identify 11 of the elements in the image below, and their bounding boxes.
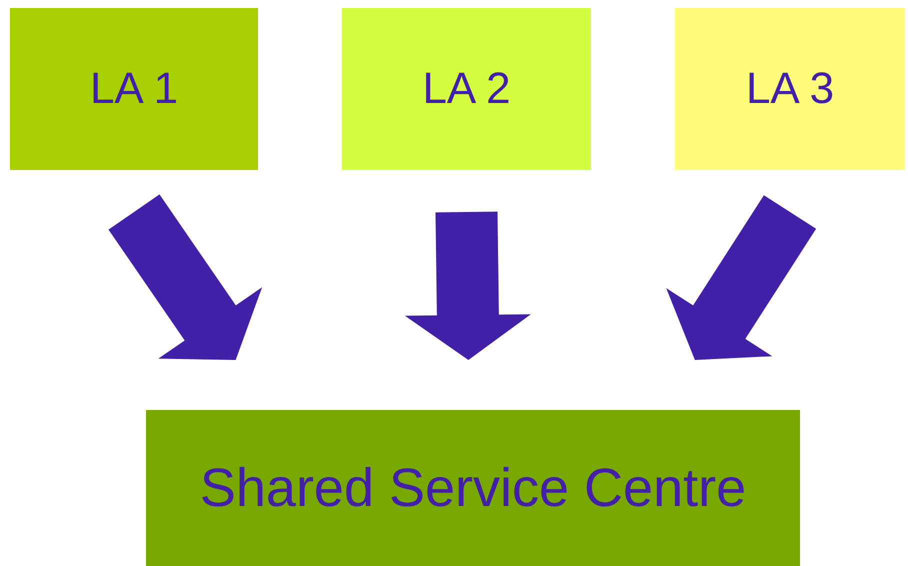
- block-arrow: [404, 212, 531, 360]
- box-label: LA 2: [422, 67, 511, 111]
- label-box: [10, 8, 258, 170]
- label-box: [675, 8, 905, 170]
- label-box: [146, 410, 800, 566]
- box-label: Shared Service Centre: [200, 461, 746, 515]
- box-label: LA 3: [746, 67, 834, 111]
- block-arrow: [108, 194, 262, 360]
- label-box: [342, 8, 591, 170]
- block-arrow: [666, 195, 816, 360]
- box-label: LA 1: [90, 67, 178, 111]
